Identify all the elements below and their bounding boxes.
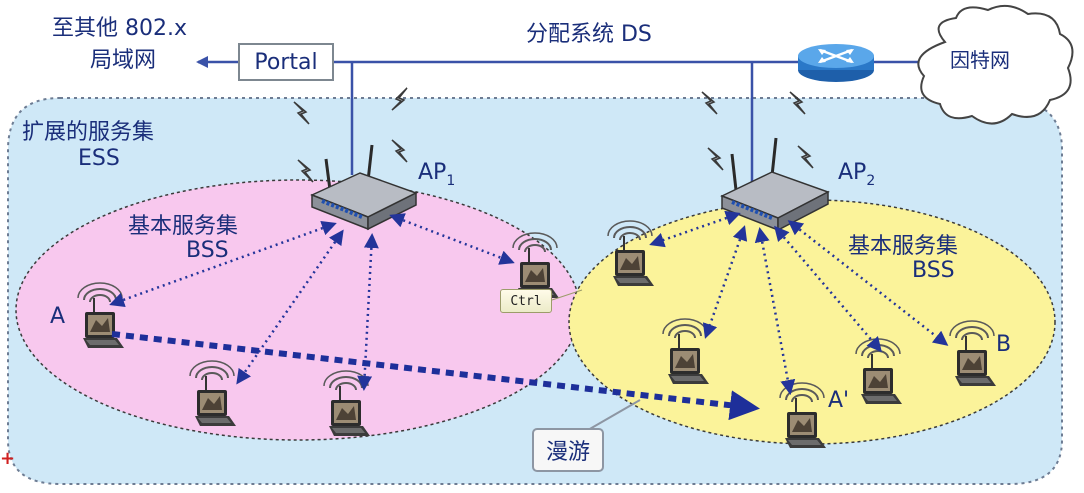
other-lan-label-line2: 局域网 [90, 48, 157, 73]
internet-label: 因特网 [950, 48, 1010, 72]
portal-box: Portal [238, 43, 334, 81]
ess-label-line2: ESS [78, 146, 120, 171]
roaming-callout-tail [587, 399, 641, 431]
ess-label-line1: 扩展的服务集 [22, 120, 155, 145]
bss2-label-line1: 基本服务集 [848, 234, 959, 259]
bss1-ellipse [15, 179, 581, 441]
roaming-arrow [111, 331, 760, 421]
ap1-label: AP1 [418, 160, 455, 189]
station-b-label: B [996, 332, 1012, 357]
ap2-label-main: AP [838, 160, 867, 185]
ds-label: 分配系统 DS [526, 22, 652, 47]
distribution-system-lines [198, 60, 1000, 190]
internet-cloud-icon [917, 4, 1074, 125]
other-lan-label-line1: 至其他 802.x [52, 16, 187, 41]
bss1-label-line2: BSS [186, 238, 229, 263]
ap1-label-sub: 1 [446, 173, 456, 189]
ctrl-callout-tail [551, 289, 583, 301]
router-icon [798, 44, 874, 82]
arrow-to-other-lan [196, 56, 208, 68]
bss1-label-line1: 基本服务集 [128, 214, 239, 239]
ctrl-key-tooltip: Ctrl [500, 289, 552, 313]
access-point-icon [310, 144, 418, 231]
roaming-label: 漫游 [532, 428, 604, 472]
station-a-label: A [50, 304, 66, 329]
station-a-prime-label: A' [828, 388, 850, 413]
ap2-label-sub: 2 [866, 173, 876, 189]
ap1-label-main: AP [418, 160, 447, 185]
ap2-label: AP2 [838, 160, 875, 189]
access-point-icon [720, 137, 830, 232]
corner-mark: + [0, 448, 16, 469]
bss2-label-line2: BSS [912, 258, 955, 283]
